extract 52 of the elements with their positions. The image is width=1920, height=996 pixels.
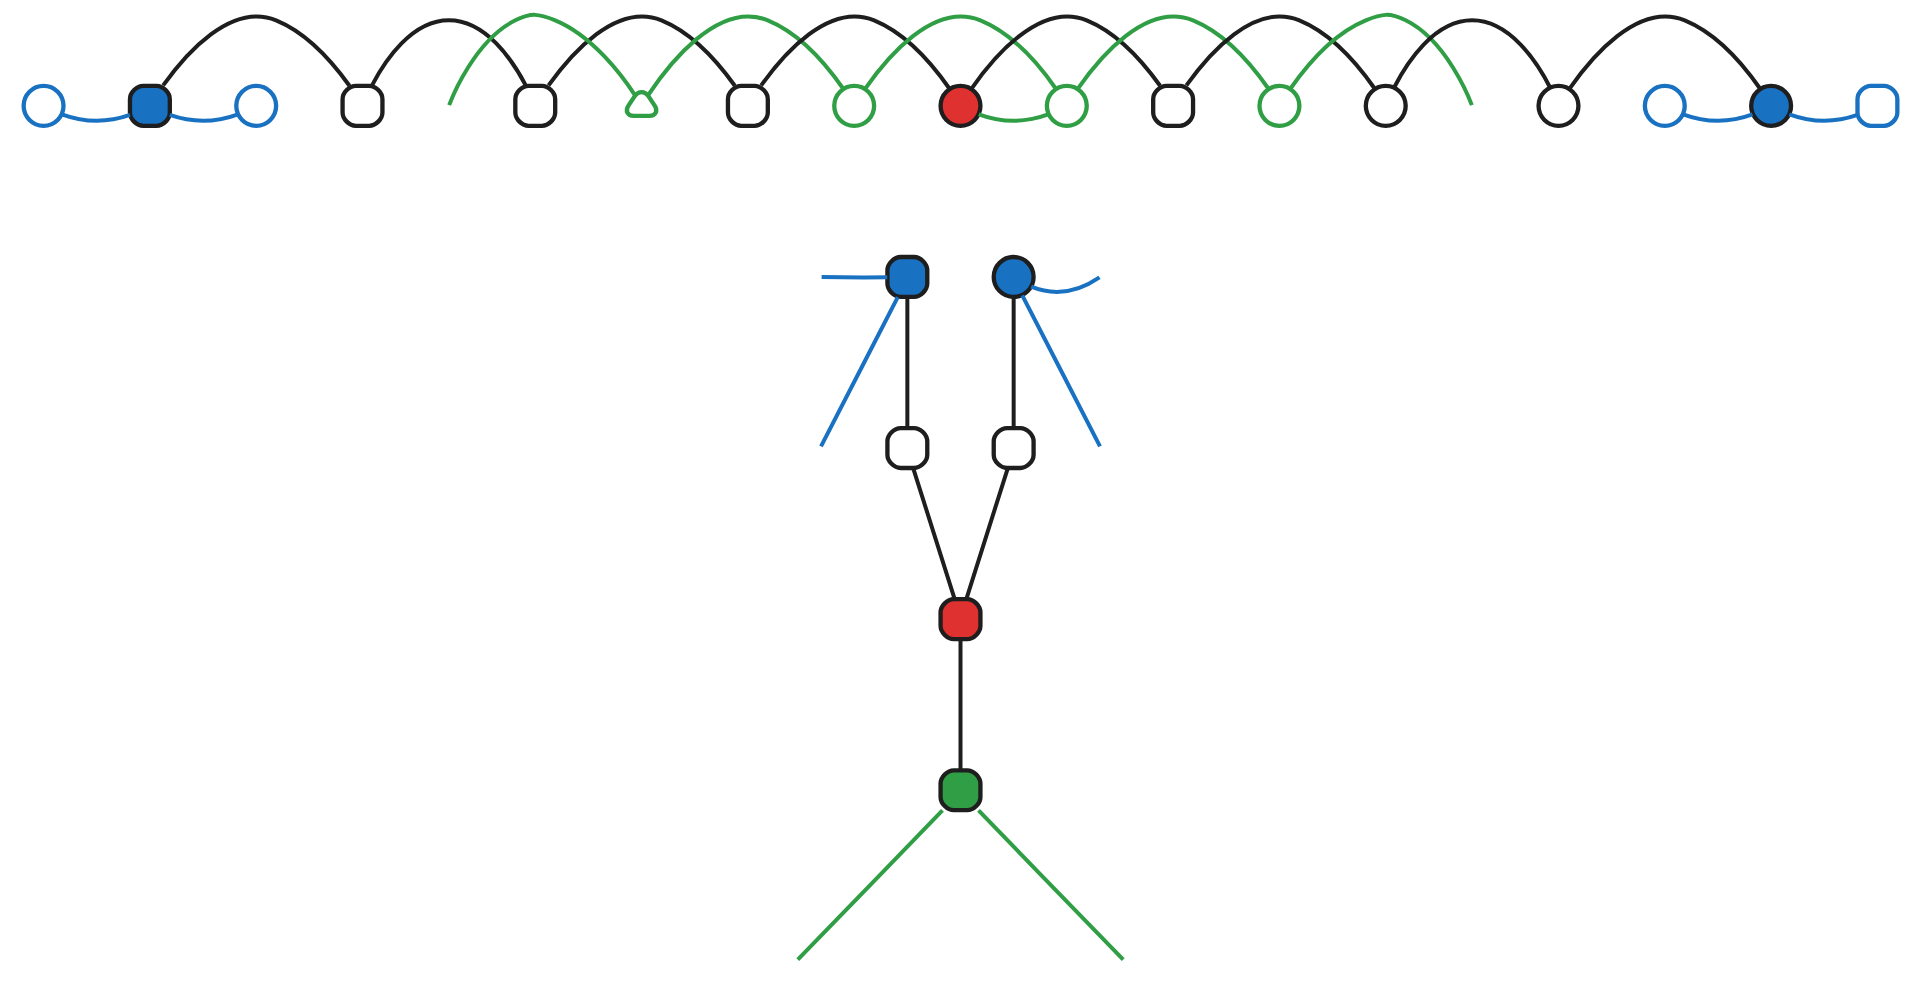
- connector: [60, 112, 131, 123]
- connector: [546, 14, 736, 87]
- node-circle: [991, 254, 1036, 300]
- connector: [446, 12, 637, 106]
- node-circle: [1256, 83, 1301, 128]
- connector: [161, 14, 351, 87]
- node-box: [725, 83, 770, 128]
- node-box: [884, 425, 929, 471]
- node-box: [991, 425, 1036, 471]
- node-box: [1150, 83, 1195, 128]
- connector: [795, 809, 944, 961]
- connector: [958, 639, 962, 770]
- node-circle: [1535, 83, 1581, 128]
- connector: [1681, 112, 1753, 123]
- node-box: [884, 254, 929, 300]
- node-circle: [1044, 83, 1089, 128]
- connector: [969, 14, 1162, 91]
- node-circle: [1363, 83, 1408, 128]
- node-box: [512, 83, 557, 128]
- connector: [1288, 12, 1474, 106]
- connector: [1075, 14, 1270, 91]
- connector: [1020, 294, 1102, 448]
- connector: [863, 14, 1057, 91]
- connector: [1391, 18, 1552, 89]
- node-circle: [1748, 83, 1793, 128]
- connector: [977, 112, 1049, 123]
- node-box: [127, 83, 172, 128]
- node-box: [937, 597, 983, 642]
- connector: [369, 18, 528, 87]
- node-box: [1854, 83, 1899, 128]
- node-circle: [1642, 83, 1687, 128]
- connector: [646, 14, 845, 97]
- connector: [1788, 112, 1858, 123]
- connector: [1184, 14, 1376, 90]
- connector: [1011, 297, 1016, 428]
- node-circle: [937, 83, 983, 128]
- connector: [964, 467, 1010, 600]
- connector: [818, 296, 900, 448]
- connector: [976, 809, 1125, 961]
- connector: [821, 275, 887, 280]
- connector: [910, 467, 956, 600]
- connector: [168, 112, 239, 123]
- node-box: [339, 83, 385, 128]
- node-triangle: [624, 90, 658, 118]
- node-circle: [233, 83, 278, 128]
- connector: [1030, 275, 1101, 294]
- node-box: [937, 768, 983, 813]
- node-circle: [831, 83, 876, 128]
- connector: [1567, 14, 1762, 91]
- connector: [904, 297, 909, 428]
- connector: [759, 14, 951, 90]
- node-circle: [21, 83, 66, 128]
